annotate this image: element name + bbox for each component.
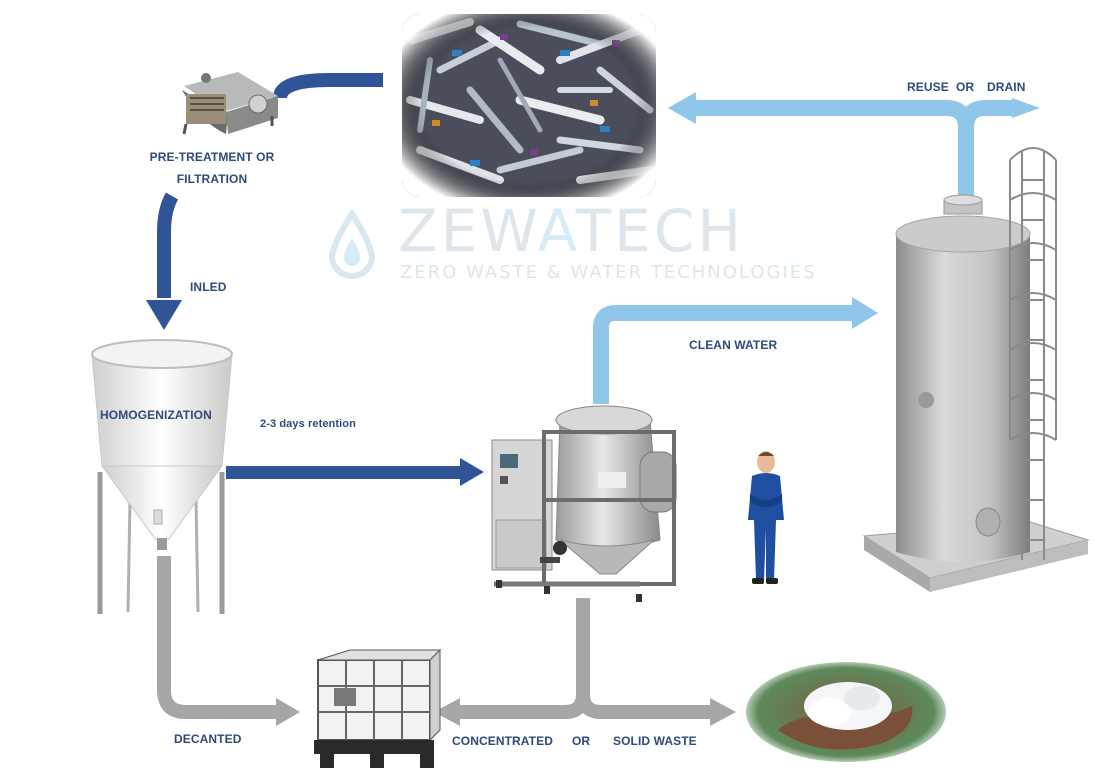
- inled-label: INLED: [190, 280, 227, 294]
- flow-retention-arrow: [226, 458, 484, 486]
- brand-name-part2: A: [537, 197, 576, 265]
- retention-label: 2-3 days retention: [260, 418, 356, 430]
- water-drop-logo-icon: [328, 208, 376, 279]
- evaporator-unit: [491, 405, 677, 602]
- brand-name: ZEWATECH: [398, 202, 744, 260]
- homogenization-label: HOMOGENIZATION: [100, 408, 212, 422]
- flow-reuse-drain-arrow: [668, 92, 1040, 196]
- solid-waste-hand-image: [746, 662, 946, 762]
- drain-label: DRAIN: [987, 80, 1026, 94]
- ibc-container: [314, 648, 442, 768]
- concentrated-or-label: OR: [572, 734, 591, 748]
- flow-inled-arrow: [146, 192, 182, 330]
- brand-name-part1: ZEW: [398, 197, 538, 265]
- medical-waste-syringes-image: [402, 14, 656, 197]
- clean-water-label: CLEAN WATER: [689, 338, 778, 352]
- worker-figure: [748, 451, 784, 584]
- pretreatment-label-line1: PRE-TREATMENT OR: [149, 150, 275, 164]
- decanted-label: DECANTED: [174, 732, 242, 746]
- flow-decanted-arrow: [157, 556, 300, 726]
- homogenization-tank: [91, 339, 233, 614]
- clean-water-storage-tank: [862, 147, 1090, 592]
- pretreatment-filter-machine: [182, 72, 278, 135]
- solid-waste-label: SOLID WASTE: [613, 734, 697, 748]
- reuse-or-label: OR: [956, 80, 975, 94]
- reuse-label: REUSE: [907, 80, 949, 94]
- concentrated-label: CONCENTRATED: [452, 734, 553, 748]
- flow-return-from-waste: [273, 73, 383, 100]
- zewatech-watermark: ZEWATECH ZERO WASTE & WATER TECHNOLOGIES: [312, 202, 822, 288]
- flow-clean-water-arrow: [593, 297, 878, 404]
- flow-concentrated-solid-arrow: [434, 598, 736, 726]
- pretreatment-label: PRE-TREATMENT OR FILTRATION: [136, 146, 288, 190]
- brand-tagline: ZERO WASTE & WATER TECHNOLOGIES: [400, 262, 817, 283]
- pretreatment-label-line2: FILTRATION: [176, 172, 248, 186]
- brand-name-part3: TECH: [575, 197, 744, 265]
